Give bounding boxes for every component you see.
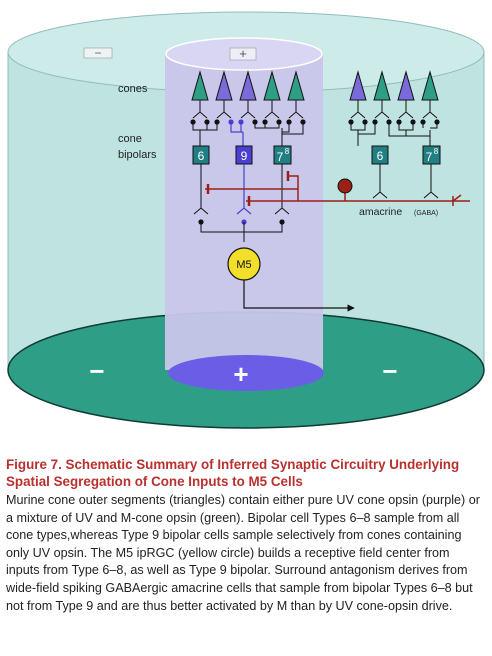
cone-terminals <box>192 100 438 119</box>
svg-text:7: 7 <box>426 150 433 164</box>
amacrine-cell: amacrine (GABA) <box>205 171 470 218</box>
amacrine-soma <box>337 178 353 194</box>
m5-cell: M5 <box>227 247 355 312</box>
bipolar-type6-left: 6 <box>192 145 210 165</box>
cone-group-left <box>191 70 305 101</box>
cone-bipolars-label-line1: cone <box>118 133 142 145</box>
svg-text:7: 7 <box>277 150 284 164</box>
cones-label: cones <box>118 83 148 95</box>
svg-text:6: 6 <box>377 149 384 163</box>
bipolar-type78-right: 7 8 <box>422 145 441 165</box>
circuit-diagram: + − + − − cones cone bipolars <box>7 11 485 429</box>
svg-text:9: 9 <box>241 149 248 163</box>
bipolar-dendrites <box>192 122 438 146</box>
m5-inputs <box>198 219 285 242</box>
top-left-minus: − <box>83 46 113 60</box>
svg-text:8: 8 <box>434 147 439 156</box>
type9-dendrites <box>230 122 244 146</box>
svg-text:+: + <box>239 46 247 61</box>
svg-text:−: − <box>94 46 101 60</box>
bipolar-type9: 9 <box>235 145 253 165</box>
caption-body: Murine cone outer segments (triangles) c… <box>6 493 480 613</box>
cone-bipolars-label-line2: bipolars <box>118 149 157 161</box>
svg-text:6: 6 <box>198 149 205 163</box>
amacrine-label: amacrine <box>359 206 402 218</box>
bipolar-contacts <box>190 119 440 125</box>
figure-caption: Figure 7. Schematic Summary of Inferred … <box>6 456 486 615</box>
bipolar-type78-left: 7 8 <box>273 145 292 165</box>
bottom-left-minus: − <box>89 356 104 386</box>
amacrine-gaba-label: (GABA) <box>414 210 438 217</box>
svg-text:M5: M5 <box>236 259 251 271</box>
type9-axon <box>236 164 252 215</box>
bottom-center-plus: + <box>233 359 248 389</box>
bottom-right-minus: − <box>382 356 397 386</box>
top-center-plus: + <box>229 46 257 61</box>
svg-text:8: 8 <box>285 147 290 156</box>
bipolar-type6-right: 6 <box>371 145 389 165</box>
caption-title: Figure 7. Schematic Summary of Inferred … <box>6 457 460 489</box>
